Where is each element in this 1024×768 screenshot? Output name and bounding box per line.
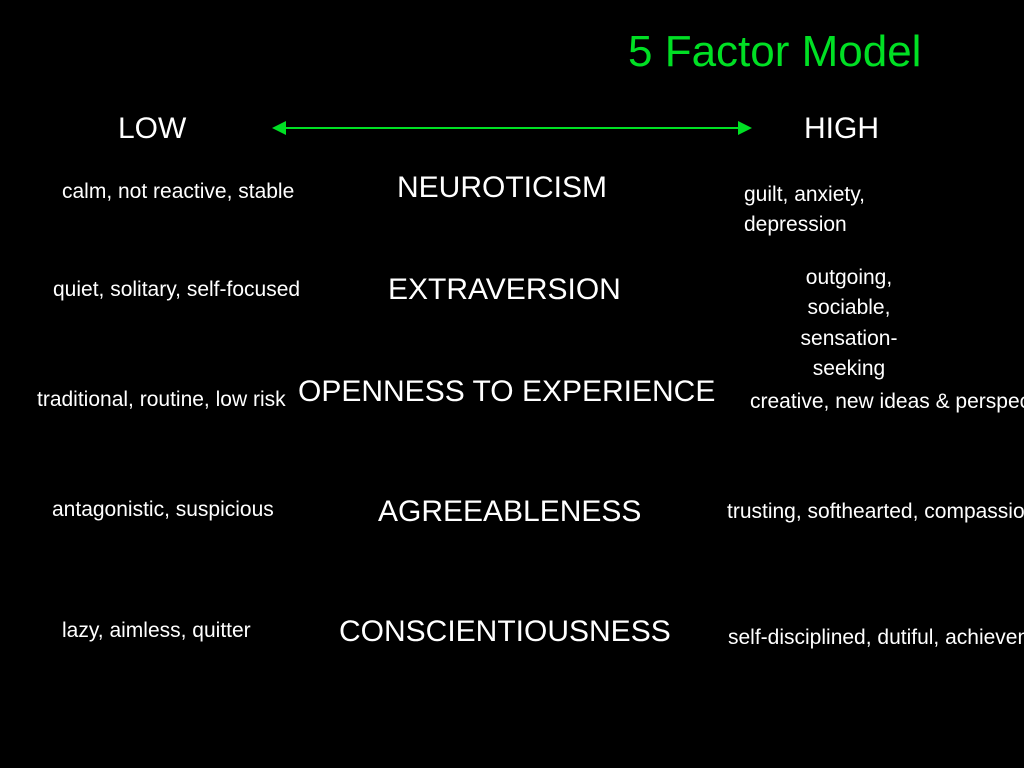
extraversion-high-line: sensation-	[800, 326, 898, 350]
extraversion-high-line: sociable,	[807, 296, 891, 320]
double-headed-arrow-icon	[272, 121, 752, 135]
neuroticism-high-line: depression	[744, 213, 847, 237]
conscientiousness-high-traits: self-disciplined, dutiful, achievement-o…	[728, 626, 1024, 649]
extraversion-high-line: outgoing,	[805, 266, 893, 289]
openness-high-traits: creative, new ideas & perspectives	[750, 390, 1024, 413]
slide-title: 5 Factor Model	[628, 27, 922, 76]
neuroticism-low-traits: calm, not reactive, stable	[62, 180, 295, 203]
conscientiousness-factor-name: CONSCIENTIOUSNESS	[339, 615, 671, 648]
conscientiousness-low-traits: lazy, aimless, quitter	[62, 619, 251, 642]
neuroticism-high-traits: guilt, anxiety, depression	[744, 180, 944, 241]
agreeableness-low-traits: antagonistic, suspicious	[52, 498, 274, 521]
agreeableness-high-traits: trusting, softhearted, compassionate	[727, 500, 1024, 523]
neuroticism-high-line: guilt, anxiety,	[744, 183, 866, 206]
scale-low-label: LOW	[118, 112, 187, 145]
openness-low-traits: traditional, routine, low risk	[37, 388, 286, 411]
agreeableness-factor-name: AGREEABLENESS	[378, 495, 642, 528]
scale-high-label: HIGH	[804, 112, 879, 145]
openness-factor-name: OPENNESS TO EXPERIENCE	[298, 375, 716, 408]
extraversion-high-traits: outgoing, sociable, sensation- seeking	[780, 263, 918, 385]
neuroticism-factor-name: NEUROTICISM	[397, 171, 607, 204]
extraversion-high-line: seeking	[812, 357, 886, 381]
extraversion-low-traits: quiet, solitary, self-focused	[53, 278, 301, 301]
extraversion-factor-name: EXTRAVERSION	[388, 273, 621, 306]
